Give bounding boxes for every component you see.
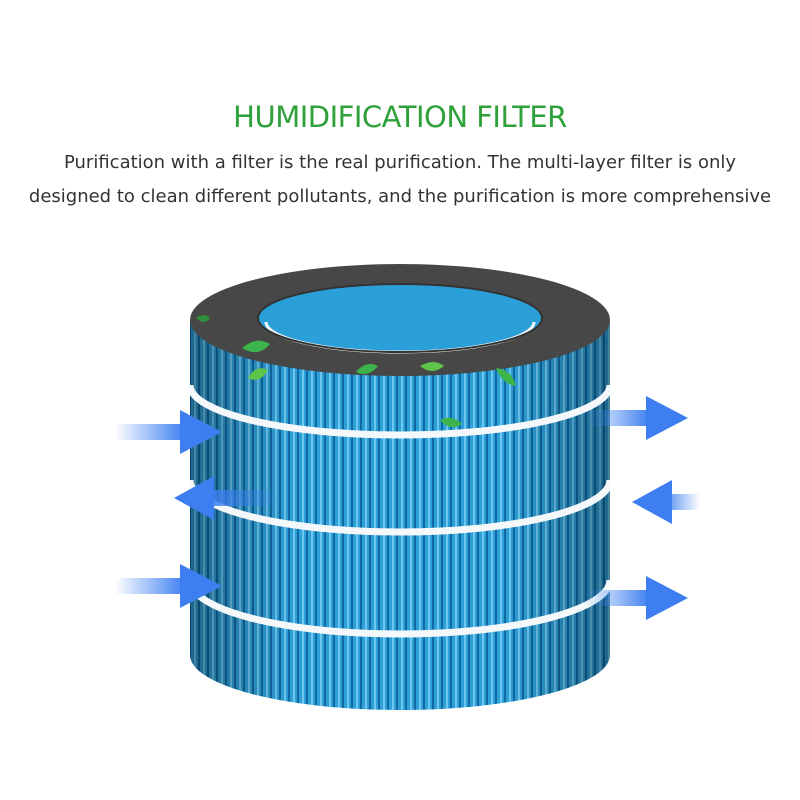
- leaf-icon: [196, 315, 210, 322]
- description-line-1: Purification with a filter is the real p…: [63, 152, 737, 173]
- airflow-arrow-icon: [115, 410, 222, 454]
- leaf-icon: [248, 368, 268, 380]
- airflow-arrow-icon: [632, 480, 700, 524]
- airflow-arrow-icon: [115, 564, 222, 608]
- leaf-icon: [356, 364, 378, 374]
- filter-top-ring: [190, 264, 610, 376]
- airflow-arrow-icon: [585, 576, 688, 620]
- airflow-arrow-icon: [174, 476, 280, 520]
- leaf-icon: [420, 362, 444, 371]
- page-title: HUMIDIFICATION FILTER: [233, 100, 567, 134]
- leaf-icon: [242, 340, 270, 353]
- leaf-icon: [440, 417, 462, 428]
- leaf-icon: [496, 368, 516, 386]
- leaf-icons: [196, 315, 516, 428]
- description-text: Purification with a filter is the real p…: [20, 146, 780, 214]
- description-line-2: designed to clean different pollutants, …: [28, 186, 772, 207]
- airflow-arrow-icon: [585, 396, 688, 440]
- filter-cylinder: [190, 264, 610, 710]
